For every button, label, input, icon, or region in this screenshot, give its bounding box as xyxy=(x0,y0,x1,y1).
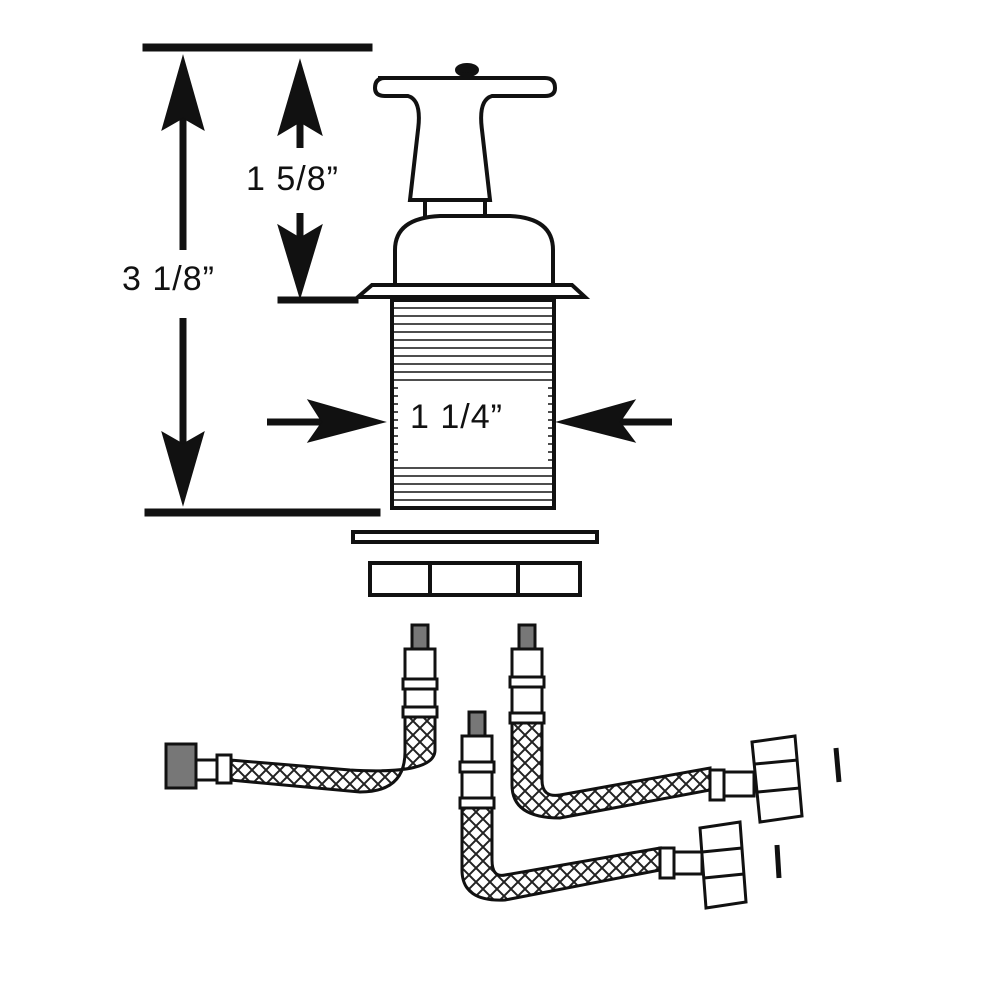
cross-handle xyxy=(372,63,558,220)
bonnet xyxy=(352,214,591,299)
braided-hose-left xyxy=(164,623,439,794)
braided-hose-right xyxy=(508,623,842,824)
overall-height-label: 3 1/8” xyxy=(122,260,215,298)
lock-nut xyxy=(368,561,582,597)
handle-height-label: 1 5/8” xyxy=(246,160,339,198)
braided-hose-center xyxy=(458,710,782,910)
body-diameter-label: 1 1/4” xyxy=(410,398,503,436)
washer xyxy=(351,530,599,544)
dimension-lines xyxy=(142,43,672,517)
